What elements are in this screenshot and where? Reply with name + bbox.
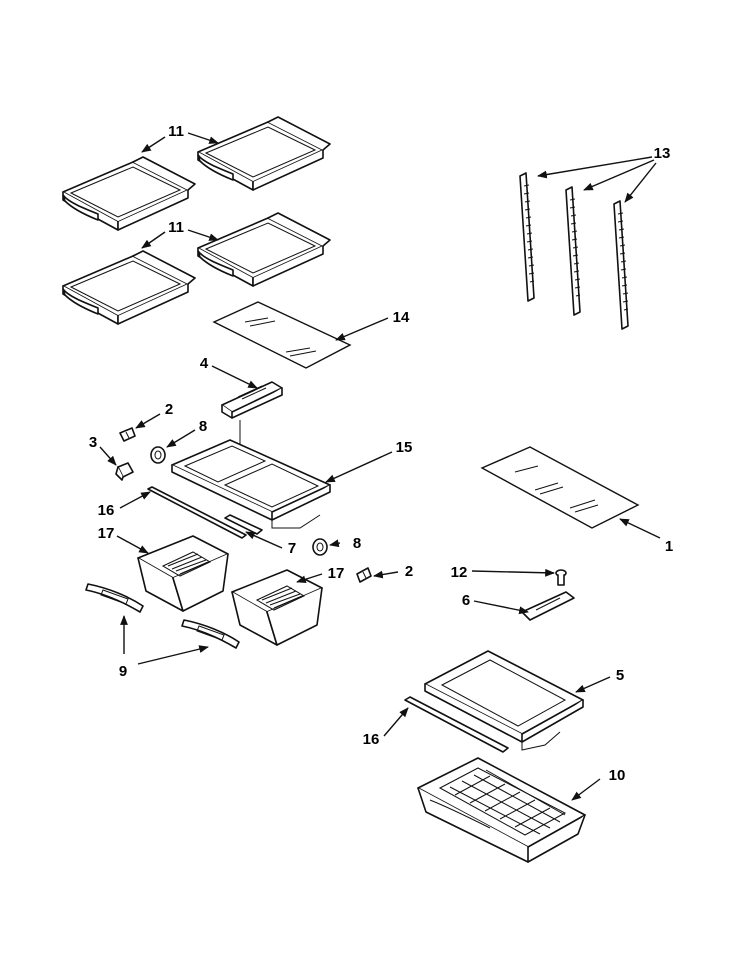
- callout-14: 14: [393, 309, 410, 326]
- glass-glare: [244, 317, 317, 357]
- callout-1: 1: [665, 538, 673, 555]
- glass-insert-14: [212, 301, 352, 369]
- callout-8-lower: 8: [353, 535, 361, 552]
- rail-7: [224, 514, 263, 535]
- callout-15: 15: [396, 439, 413, 456]
- shelf-tray-lower-left: [62, 250, 196, 325]
- shelf-tray-upper-right: [197, 116, 331, 191]
- bracket-3: [115, 462, 134, 481]
- callout-16-upper: 16: [98, 502, 115, 519]
- bracket-6: [521, 591, 575, 621]
- callout-17-left: 17: [98, 525, 115, 542]
- glass-glare-1: [514, 465, 599, 513]
- roller-8-lower: [312, 538, 328, 556]
- callout-7: 7: [288, 540, 296, 557]
- callout-9: 9: [119, 663, 127, 680]
- screw-12: [555, 569, 567, 586]
- deli-frame-5: [424, 650, 584, 751]
- callout-2-upper: 2: [165, 401, 173, 418]
- shelf-rail-center: [565, 186, 581, 316]
- crisper-bin-17-right: [231, 569, 323, 646]
- leader-lines: [99, 132, 661, 801]
- crisper-bin-17-left: [137, 535, 229, 612]
- trim-strip-16-lower: [404, 696, 509, 753]
- callout-4: 4: [200, 355, 209, 372]
- callout-17-right: 17: [328, 565, 345, 582]
- callout-13: 13: [654, 145, 671, 162]
- callout-11-middle: 11: [168, 219, 184, 236]
- drawer-handle-9-left: [85, 583, 144, 613]
- crisper-frame-15: [171, 439, 331, 529]
- callout-16-lower: 16: [363, 731, 380, 748]
- deli-drawer-10: [417, 757, 586, 863]
- callout-5: 5: [616, 667, 624, 684]
- roller-8-upper: [150, 446, 166, 464]
- screw-2-upper: [119, 427, 136, 442]
- callout-11-top: 11: [168, 123, 184, 140]
- shelf-tray-lower-right: [197, 212, 331, 287]
- callout-2-lower: 2: [405, 563, 413, 580]
- drawer-handle-9-right: [181, 619, 240, 649]
- callout-3: 3: [89, 434, 97, 451]
- callout-8-upper: 8: [199, 418, 207, 435]
- shelf-rail-left: [519, 172, 535, 302]
- callout-12: 12: [451, 564, 468, 581]
- callout-10: 10: [609, 767, 626, 784]
- callout-6: 6: [462, 592, 470, 609]
- screw-2-lower: [356, 567, 372, 583]
- shelf-rail-right: [613, 200, 629, 330]
